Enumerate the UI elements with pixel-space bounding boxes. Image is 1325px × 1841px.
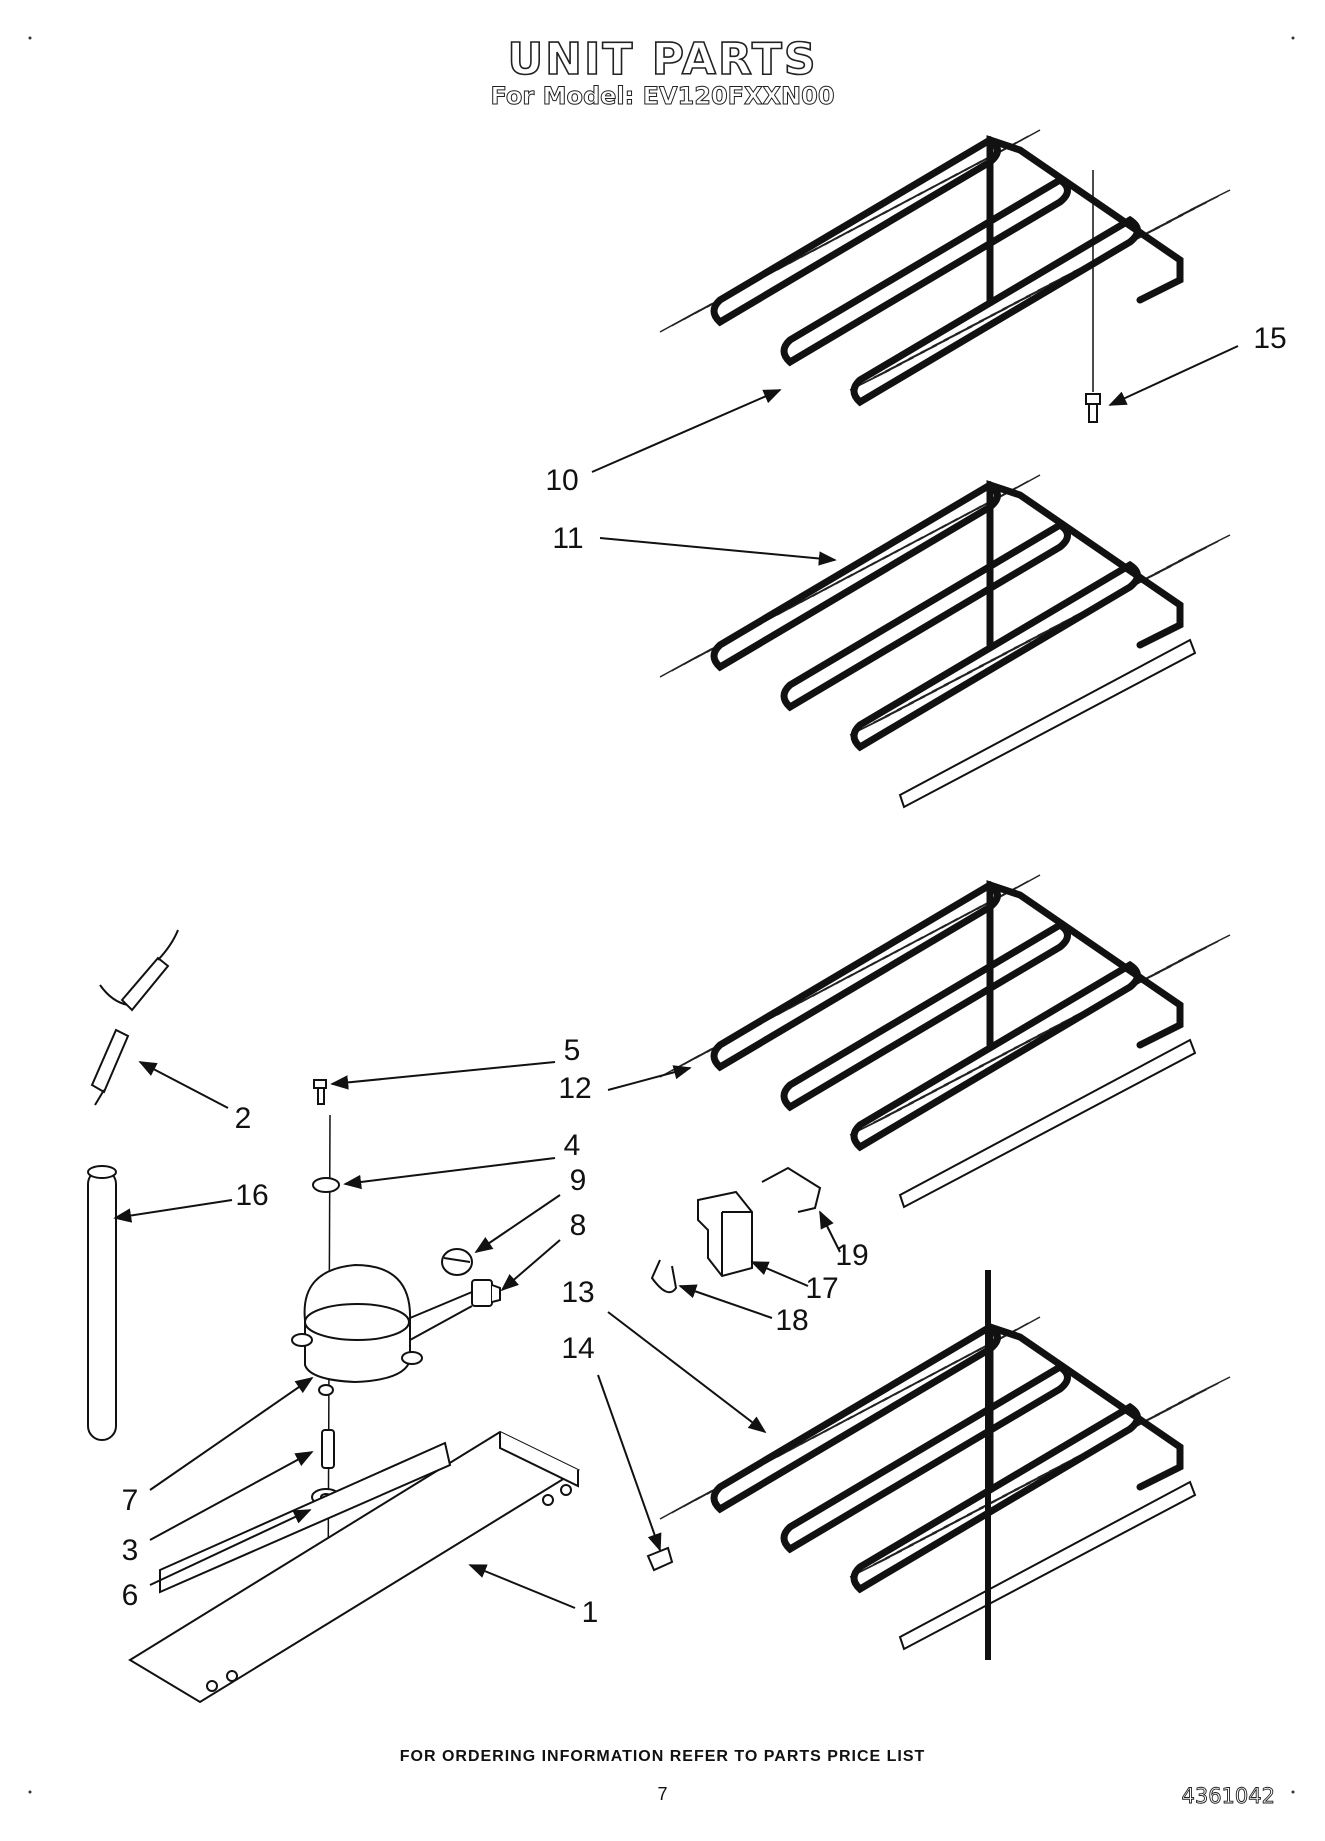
coil-shelf-lower bbox=[659, 874, 1231, 1209]
base-plate-part bbox=[128, 1430, 581, 1704]
callout-label-17: 17 bbox=[805, 1272, 838, 1305]
overload-part bbox=[471, 1279, 501, 1307]
page-number: 7 bbox=[657, 1784, 668, 1804]
leader-arrow-5 bbox=[330, 1061, 556, 1090]
coil-rail bbox=[898, 1038, 1197, 1209]
leader-arrow-18 bbox=[678, 1284, 773, 1319]
document-number: 4361042 bbox=[1181, 1784, 1275, 1809]
coil-screw-part bbox=[1085, 393, 1101, 423]
base-screw-part bbox=[646, 1546, 674, 1572]
tube-part bbox=[87, 1165, 117, 1441]
callout-label-13: 13 bbox=[561, 1276, 594, 1309]
scan-speck bbox=[1291, 1790, 1295, 1794]
callout-label-1: 1 bbox=[582, 1596, 599, 1629]
leader-arrow-6 bbox=[149, 1509, 312, 1586]
screw-part bbox=[313, 1079, 327, 1105]
callout-label-9: 9 bbox=[570, 1164, 587, 1197]
callout-label-7: 7 bbox=[122, 1484, 139, 1517]
callout-label-14: 14 bbox=[561, 1332, 594, 1365]
leader-arrow-19 bbox=[819, 1210, 841, 1253]
coil-shelf-bottom bbox=[659, 1316, 1231, 1651]
scan-speck bbox=[1291, 36, 1295, 40]
model-subtitle: For Model: EV120FXXN00 bbox=[490, 82, 835, 111]
leader-arrow-15 bbox=[1108, 345, 1239, 406]
leader-arrow-17 bbox=[750, 1261, 809, 1287]
bracket-part bbox=[697, 1190, 753, 1278]
callout-label-11: 11 bbox=[552, 522, 583, 555]
callout-label-8: 8 bbox=[570, 1209, 587, 1242]
sleeve-part bbox=[321, 1429, 335, 1469]
relay-part bbox=[441, 1248, 473, 1276]
coil-shelf-middle bbox=[659, 474, 1231, 809]
leader-arrow-9 bbox=[474, 1194, 561, 1254]
leader-arrow-10 bbox=[591, 389, 782, 473]
callout-label-4: 4 bbox=[564, 1129, 581, 1162]
ordering-note: FOR ORDERING INFORMATION REFER TO PARTS … bbox=[399, 1748, 926, 1765]
wire-clip-part bbox=[761, 1166, 822, 1213]
clip-part bbox=[650, 1259, 678, 1294]
page-title: UNIT PARTS bbox=[507, 33, 818, 86]
leader-arrow-8 bbox=[500, 1239, 561, 1292]
drier-part bbox=[90, 929, 179, 1106]
leader-arrow-4 bbox=[343, 1157, 556, 1190]
leader-arrow-13 bbox=[607, 1311, 767, 1434]
leader-arrow-11 bbox=[599, 537, 837, 566]
coil-shelf-upper bbox=[659, 129, 1231, 407]
leader-arrow-12 bbox=[607, 1065, 692, 1091]
compressor-part bbox=[291, 1263, 473, 1396]
leader-arrow-16 bbox=[113, 1199, 233, 1223]
compressor-parts bbox=[87, 393, 1101, 1704]
callout-label-18: 18 bbox=[775, 1304, 808, 1337]
scan-speck bbox=[28, 1790, 32, 1794]
scan-speck bbox=[28, 36, 32, 40]
leader-arrow-2 bbox=[138, 1061, 229, 1109]
leader-arrow-3 bbox=[149, 1451, 314, 1541]
leader-arrow-14 bbox=[597, 1374, 662, 1552]
leader-lines bbox=[113, 345, 1239, 1609]
leader-arrow-1 bbox=[468, 1564, 576, 1609]
washer-part bbox=[312, 1177, 340, 1193]
callout-label-16: 16 bbox=[235, 1179, 268, 1212]
callout-label-3: 3 bbox=[122, 1534, 139, 1567]
callout-label-15: 15 bbox=[1253, 322, 1286, 355]
callout-label-5: 5 bbox=[564, 1034, 581, 1067]
callout-label-19: 19 bbox=[835, 1239, 868, 1272]
coil-tube bbox=[710, 480, 1184, 752]
evaporator-coils bbox=[659, 129, 1231, 1660]
coil-tube bbox=[710, 135, 1184, 407]
coil-rail bbox=[898, 1480, 1197, 1651]
leader-arrow-7 bbox=[149, 1376, 314, 1491]
coil-tube bbox=[710, 880, 1184, 1152]
callout-label-2: 2 bbox=[235, 1102, 252, 1135]
callout-label-6: 6 bbox=[122, 1579, 139, 1612]
callout-label-10: 10 bbox=[545, 464, 578, 497]
callout-label-12: 12 bbox=[558, 1072, 591, 1105]
coil-rail bbox=[898, 638, 1197, 809]
